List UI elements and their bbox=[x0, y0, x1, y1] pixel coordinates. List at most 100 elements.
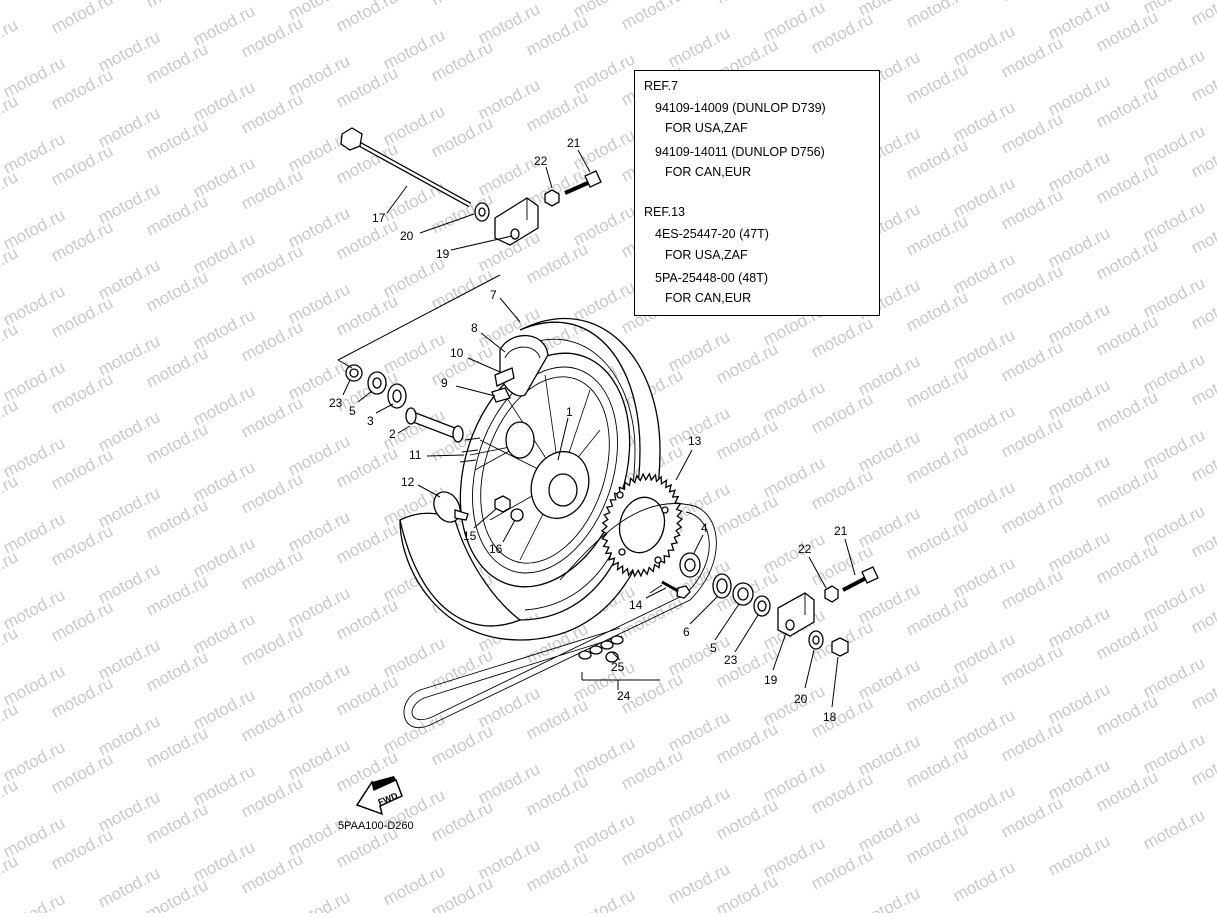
watermark-text: motod.ru bbox=[0, 547, 21, 595]
watermark-text: motod.ru bbox=[48, 0, 116, 38]
callout-4: 4 bbox=[701, 521, 708, 535]
callout-21-right: 21 bbox=[834, 524, 848, 538]
sprocket bbox=[600, 472, 684, 578]
diagram-code: 5PAA100-D260 bbox=[338, 820, 414, 832]
chain-joint bbox=[578, 635, 624, 663]
chain-adjuster-right bbox=[777, 592, 815, 637]
watermark-text: motod.ru bbox=[618, 0, 686, 34]
callout-7: 7 bbox=[490, 288, 497, 302]
nut-18 bbox=[831, 637, 849, 657]
hub bbox=[505, 421, 590, 520]
callout-10: 10 bbox=[450, 346, 464, 360]
bolt-21-right bbox=[842, 566, 879, 592]
ref13-market-a: FOR USA,ZAF bbox=[665, 248, 748, 262]
collar-right bbox=[753, 595, 771, 617]
callout-14: 14 bbox=[629, 598, 643, 612]
watermark-text: motod.ru bbox=[950, 857, 1018, 905]
watermark-text: motod.ru bbox=[1045, 831, 1113, 879]
bearing-right bbox=[679, 552, 701, 578]
callouts: 17 20 19 22 21 7 8 10 9 1 2 3 5 23 11 12… bbox=[329, 136, 848, 724]
washer-20-top bbox=[474, 202, 490, 222]
oil-seal-left bbox=[367, 371, 387, 395]
ref13-heading: REF.13 bbox=[644, 205, 685, 219]
watermark-text: motod.ru bbox=[143, 0, 211, 12]
washer-20-right bbox=[808, 630, 824, 650]
callout-21-top: 21 bbox=[567, 136, 581, 150]
watermark-text: motod.ru bbox=[998, 0, 1066, 6]
rim-lock bbox=[491, 387, 511, 403]
ref7-market-b: FOR CAN,EUR bbox=[665, 165, 752, 179]
ref7-market-a: FOR USA,ZAF bbox=[665, 121, 748, 135]
watermark-text: motod.ru bbox=[0, 775, 21, 823]
callout-24: 24 bbox=[617, 689, 631, 703]
callout-22-top: 22 bbox=[534, 154, 548, 168]
wheel-axle bbox=[340, 127, 472, 208]
watermark-text: motod.ru bbox=[855, 883, 923, 913]
chain-adjuster-top bbox=[494, 197, 539, 246]
watermark-text: motod.ru bbox=[0, 699, 21, 747]
callout-13: 13 bbox=[688, 434, 702, 448]
callout-19-top: 19 bbox=[436, 247, 450, 261]
ref7-part-b: 94109-14011 (DUNLOP D756) bbox=[655, 145, 825, 159]
bolt-21-top bbox=[564, 170, 602, 195]
leader-lines bbox=[342, 149, 856, 708]
watermark-text: motod.ru bbox=[713, 0, 781, 8]
callout-12: 12 bbox=[401, 475, 415, 489]
callout-23-left: 23 bbox=[329, 396, 343, 410]
callout-5-right: 5 bbox=[710, 641, 717, 655]
watermark-text: motod.ru bbox=[0, 851, 21, 899]
ref7-part-a: 94109-14009 (DUNLOP D739) bbox=[655, 101, 826, 115]
callout-22-right: 22 bbox=[798, 542, 812, 556]
callout-23-right: 23 bbox=[724, 653, 738, 667]
callout-16: 16 bbox=[489, 542, 503, 556]
watermark-text: motod.ru bbox=[428, 0, 496, 10]
watermark-text: motod.ru bbox=[285, 887, 353, 913]
callout-15: 15 bbox=[463, 529, 477, 543]
oil-seal-right bbox=[732, 582, 754, 606]
watermark-text: motod.ru bbox=[0, 91, 21, 139]
callout-3: 3 bbox=[367, 414, 374, 428]
washer-16 bbox=[510, 508, 524, 522]
rim-lock-12 bbox=[433, 491, 469, 523]
watermark-text: motod.ru bbox=[0, 167, 21, 215]
callout-6: 6 bbox=[683, 625, 690, 639]
watermark-text: motod.ru bbox=[0, 623, 21, 671]
assembly-lines bbox=[337, 274, 663, 594]
watermark-text: motod.ru bbox=[903, 0, 971, 32]
callout-8: 8 bbox=[471, 321, 478, 335]
rim-band bbox=[494, 367, 515, 387]
callout-1: 1 bbox=[566, 405, 573, 419]
callout-17: 17 bbox=[372, 211, 386, 225]
bearing-left bbox=[387, 383, 407, 409]
bolt-14 bbox=[661, 580, 691, 599]
callout-5-left: 5 bbox=[349, 404, 356, 418]
reference-table: REF.7 94109-14009 (DUNLOP D739) FOR USA,… bbox=[634, 70, 880, 316]
oil-seal-6 bbox=[712, 573, 732, 599]
ref7-heading: REF.7 bbox=[644, 79, 679, 93]
watermark-text: motod.ru bbox=[570, 885, 638, 913]
ref13-part-a: 4ES-25447-20 (47T) bbox=[655, 227, 769, 241]
watermark-text: motod.ru bbox=[0, 395, 21, 443]
callout-19-right: 19 bbox=[764, 673, 778, 687]
watermark-text: motod.ru bbox=[0, 889, 68, 913]
watermark-text: motod.ru bbox=[0, 319, 21, 367]
watermark-text: motod.ru bbox=[1188, 0, 1217, 30]
watermark-text: motod.ru bbox=[0, 471, 21, 519]
collar bbox=[405, 407, 464, 443]
callout-9: 9 bbox=[441, 376, 448, 390]
watermark-text: motod.ru bbox=[1140, 805, 1208, 853]
callout-2: 2 bbox=[389, 427, 396, 441]
callout-20-right: 20 bbox=[794, 692, 808, 706]
callout-11: 11 bbox=[409, 448, 422, 462]
callout-18: 18 bbox=[823, 710, 837, 724]
ref13-market-b: FOR CAN,EUR bbox=[665, 291, 752, 305]
nut-22-top bbox=[544, 189, 560, 207]
nut-15 bbox=[494, 495, 511, 513]
callout-25: 25 bbox=[611, 660, 625, 674]
collar-left bbox=[345, 364, 363, 382]
spoke-nipples bbox=[459, 437, 481, 463]
ref13-part-b: 5PA-25448-00 (48T) bbox=[655, 271, 769, 285]
watermark-text: motod.ru bbox=[0, 15, 21, 63]
